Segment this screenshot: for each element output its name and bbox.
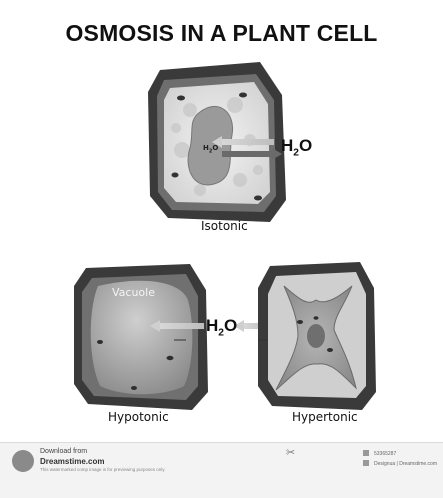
hypertonic-cell: [258, 262, 376, 410]
isotonic-label: Isotonic: [201, 219, 248, 233]
hypertonic-label: Hypertonic: [292, 410, 358, 424]
h2o-label-bottom: H2O: [206, 316, 237, 338]
h2o-label-top: H2O: [281, 136, 312, 158]
designer-square-icon: [363, 460, 369, 466]
watermark-note: This watermarked comp image is for previ…: [40, 467, 165, 472]
scissors-icon: ✂: [286, 446, 295, 459]
download-text: Download from: [40, 448, 87, 455]
diagram-title: OSMOSIS IN A PLANT CELL: [0, 20, 443, 47]
vacuole-label: Vacuole: [112, 286, 155, 299]
inner-h2o-label: H2O: [203, 144, 218, 154]
dreamstime-logo-icon: [12, 450, 34, 472]
hypotonic-label: Hypotonic: [108, 410, 169, 424]
id-square-icon: [363, 450, 369, 456]
designer-credit: Designua | Dreamstime.com: [374, 461, 437, 467]
image-id: 53365287: [374, 451, 396, 457]
dreamstime-brand[interactable]: Dreamstime.com: [40, 457, 104, 466]
